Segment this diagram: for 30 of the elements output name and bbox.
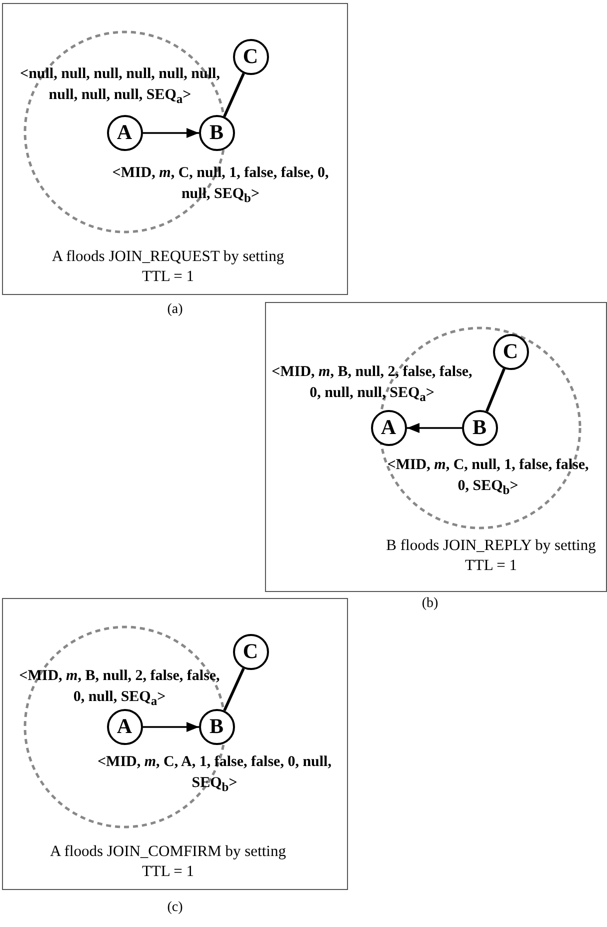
message-tuple: <MID, m, B, null, 2, false, false, 0, null, SEQ$_{a}$> (18, 667, 221, 710)
node-circle: B (198, 708, 234, 744)
message-tuple: <MID, m, C, null, 1, false, false, 0, null, SEQ$_{b}$> (111, 164, 330, 207)
panel-frame (265, 302, 607, 592)
panel-frame (2, 3, 348, 295)
node-circle: A (106, 708, 142, 744)
caption-text: A floods JOIN_REQUEST by setting TTL = 1 (50, 247, 286, 287)
node-circle: B (462, 410, 498, 446)
link-line (486, 368, 506, 412)
arrow (143, 128, 199, 138)
node-circle: C (232, 634, 268, 670)
node-circle: A (370, 410, 406, 446)
subfigure-label: (c) (166, 900, 184, 916)
node-circle: B (198, 114, 234, 150)
node-circle: C (232, 38, 268, 74)
panel-frame (2, 598, 348, 890)
message-tuple: <MID, m, B, null, 2, false, false, 0, null, null, SEQ$_{a}$> (270, 363, 474, 406)
node-circle: A (106, 114, 142, 150)
caption-text: B floods JOIN_REPLY by setting TTL = 1 (385, 536, 597, 576)
subfigure-label: (a) (166, 302, 184, 318)
message-tuple: <MID, m, C, A, 1, false, false, 0, null, SEQ$_{b}$> (96, 753, 332, 796)
caption-text: A floods JOIN_COMFIRM by setting TTL = 1 (49, 842, 287, 882)
link-line (223, 668, 245, 712)
arrow (407, 422, 462, 434)
arrow (143, 722, 199, 732)
subfigure-label: (b) (420, 596, 440, 612)
message-tuple: <null, null, null, null, null, null, null, null, null, SEQ$_{a}$> (19, 65, 221, 108)
message-tuple: <MID, m, C, null, 1, false, false, 0, SEQ$_{b}$> (386, 456, 590, 499)
node-circle: C (492, 334, 528, 370)
link-line (223, 72, 245, 118)
